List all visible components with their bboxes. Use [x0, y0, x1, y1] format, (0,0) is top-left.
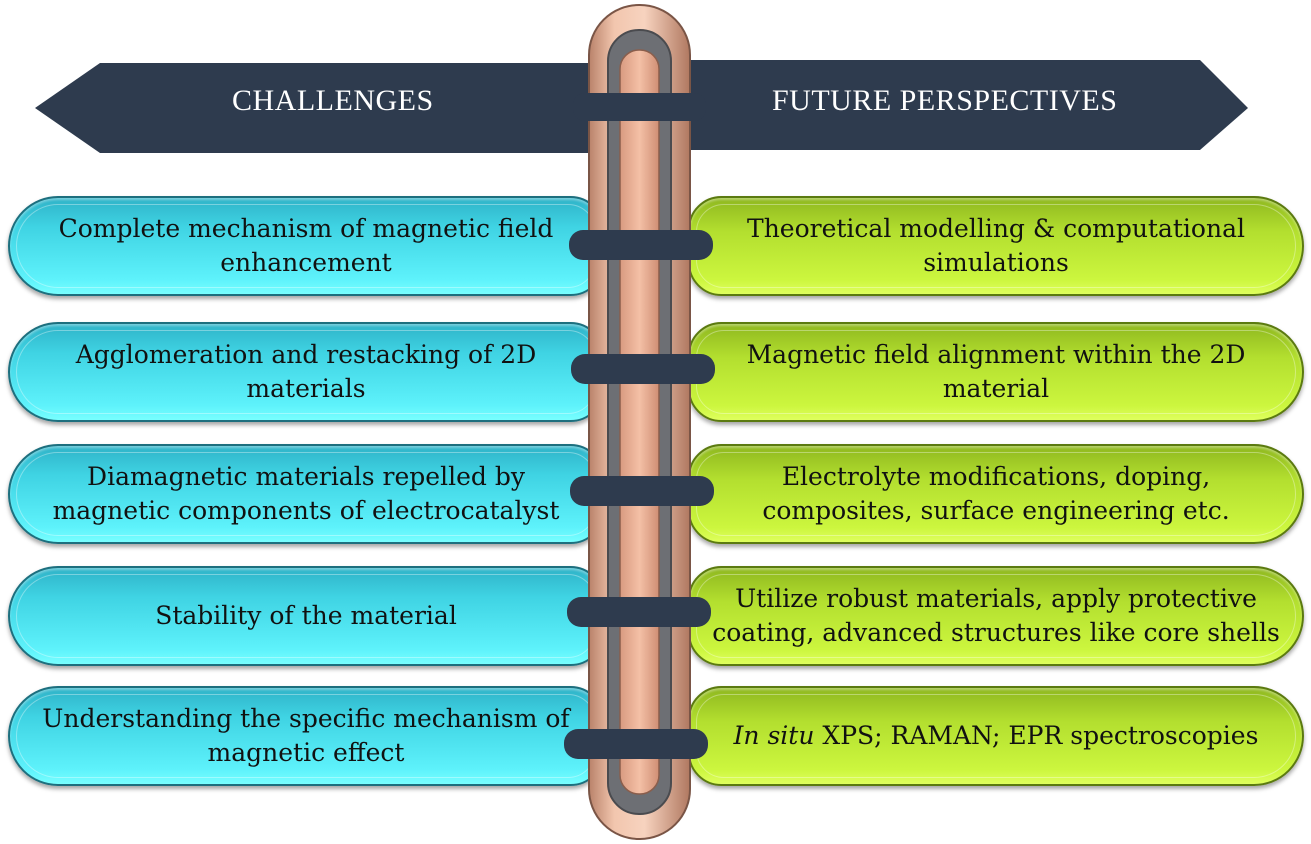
perspective-item: In situ XPS; RAMAN; EPR spectroscopies [688, 686, 1304, 786]
row-band-4 [567, 597, 711, 627]
row-band-2 [571, 354, 715, 384]
perspective-text-rest: XPS; RAMAN; EPR spectroscopies [814, 721, 1259, 750]
challenge-text: Diamagnetic materials repelled by magnet… [52, 462, 560, 525]
challenge-text: Understanding the specific mechanism of … [42, 704, 570, 767]
perspective-item: Theoretical modelling & computational si… [688, 196, 1304, 296]
perspective-text: Electrolyte modifications, doping, compo… [762, 462, 1230, 525]
perspective-text: Magnetic field alignment within the 2D m… [746, 340, 1246, 403]
row-band-3 [570, 476, 714, 506]
perspectives-arrow [688, 60, 1248, 150]
in-situ-italic-text: In situ [733, 721, 815, 750]
perspective-text: In situ XPS; RAMAN; EPR spectroscopies [734, 719, 1259, 753]
perspective-text: Utilize robust materials, apply protecti… [712, 584, 1280, 647]
perspective-item: Magnetic field alignment within the 2D m… [688, 322, 1304, 422]
challenge-item: Stability of the material [8, 566, 604, 666]
challenge-item: Agglomeration and restacking of 2D mater… [8, 322, 604, 422]
challenge-item: Understanding the specific mechanism of … [8, 686, 604, 786]
row-band-1 [569, 230, 713, 260]
challenge-text: Agglomeration and restacking of 2D mater… [75, 340, 537, 403]
challenge-text: Stability of the material [155, 601, 457, 630]
challenge-text: Complete mechanism of magnetic field enh… [58, 214, 554, 277]
perspective-item: Electrolyte modifications, doping, compo… [688, 444, 1304, 544]
challenges-arrow [35, 63, 605, 153]
perspective-text: Theoretical modelling & computational si… [747, 214, 1245, 277]
perspective-item: Utilize robust materials, apply protecti… [688, 566, 1304, 666]
pole-inner [619, 49, 660, 795]
row-band-5 [564, 729, 708, 759]
future-perspectives-heading: FUTURE PERSPECTIVES [772, 84, 1118, 117]
challenges-heading: CHALLENGES [232, 84, 434, 117]
header-band [573, 93, 706, 121]
